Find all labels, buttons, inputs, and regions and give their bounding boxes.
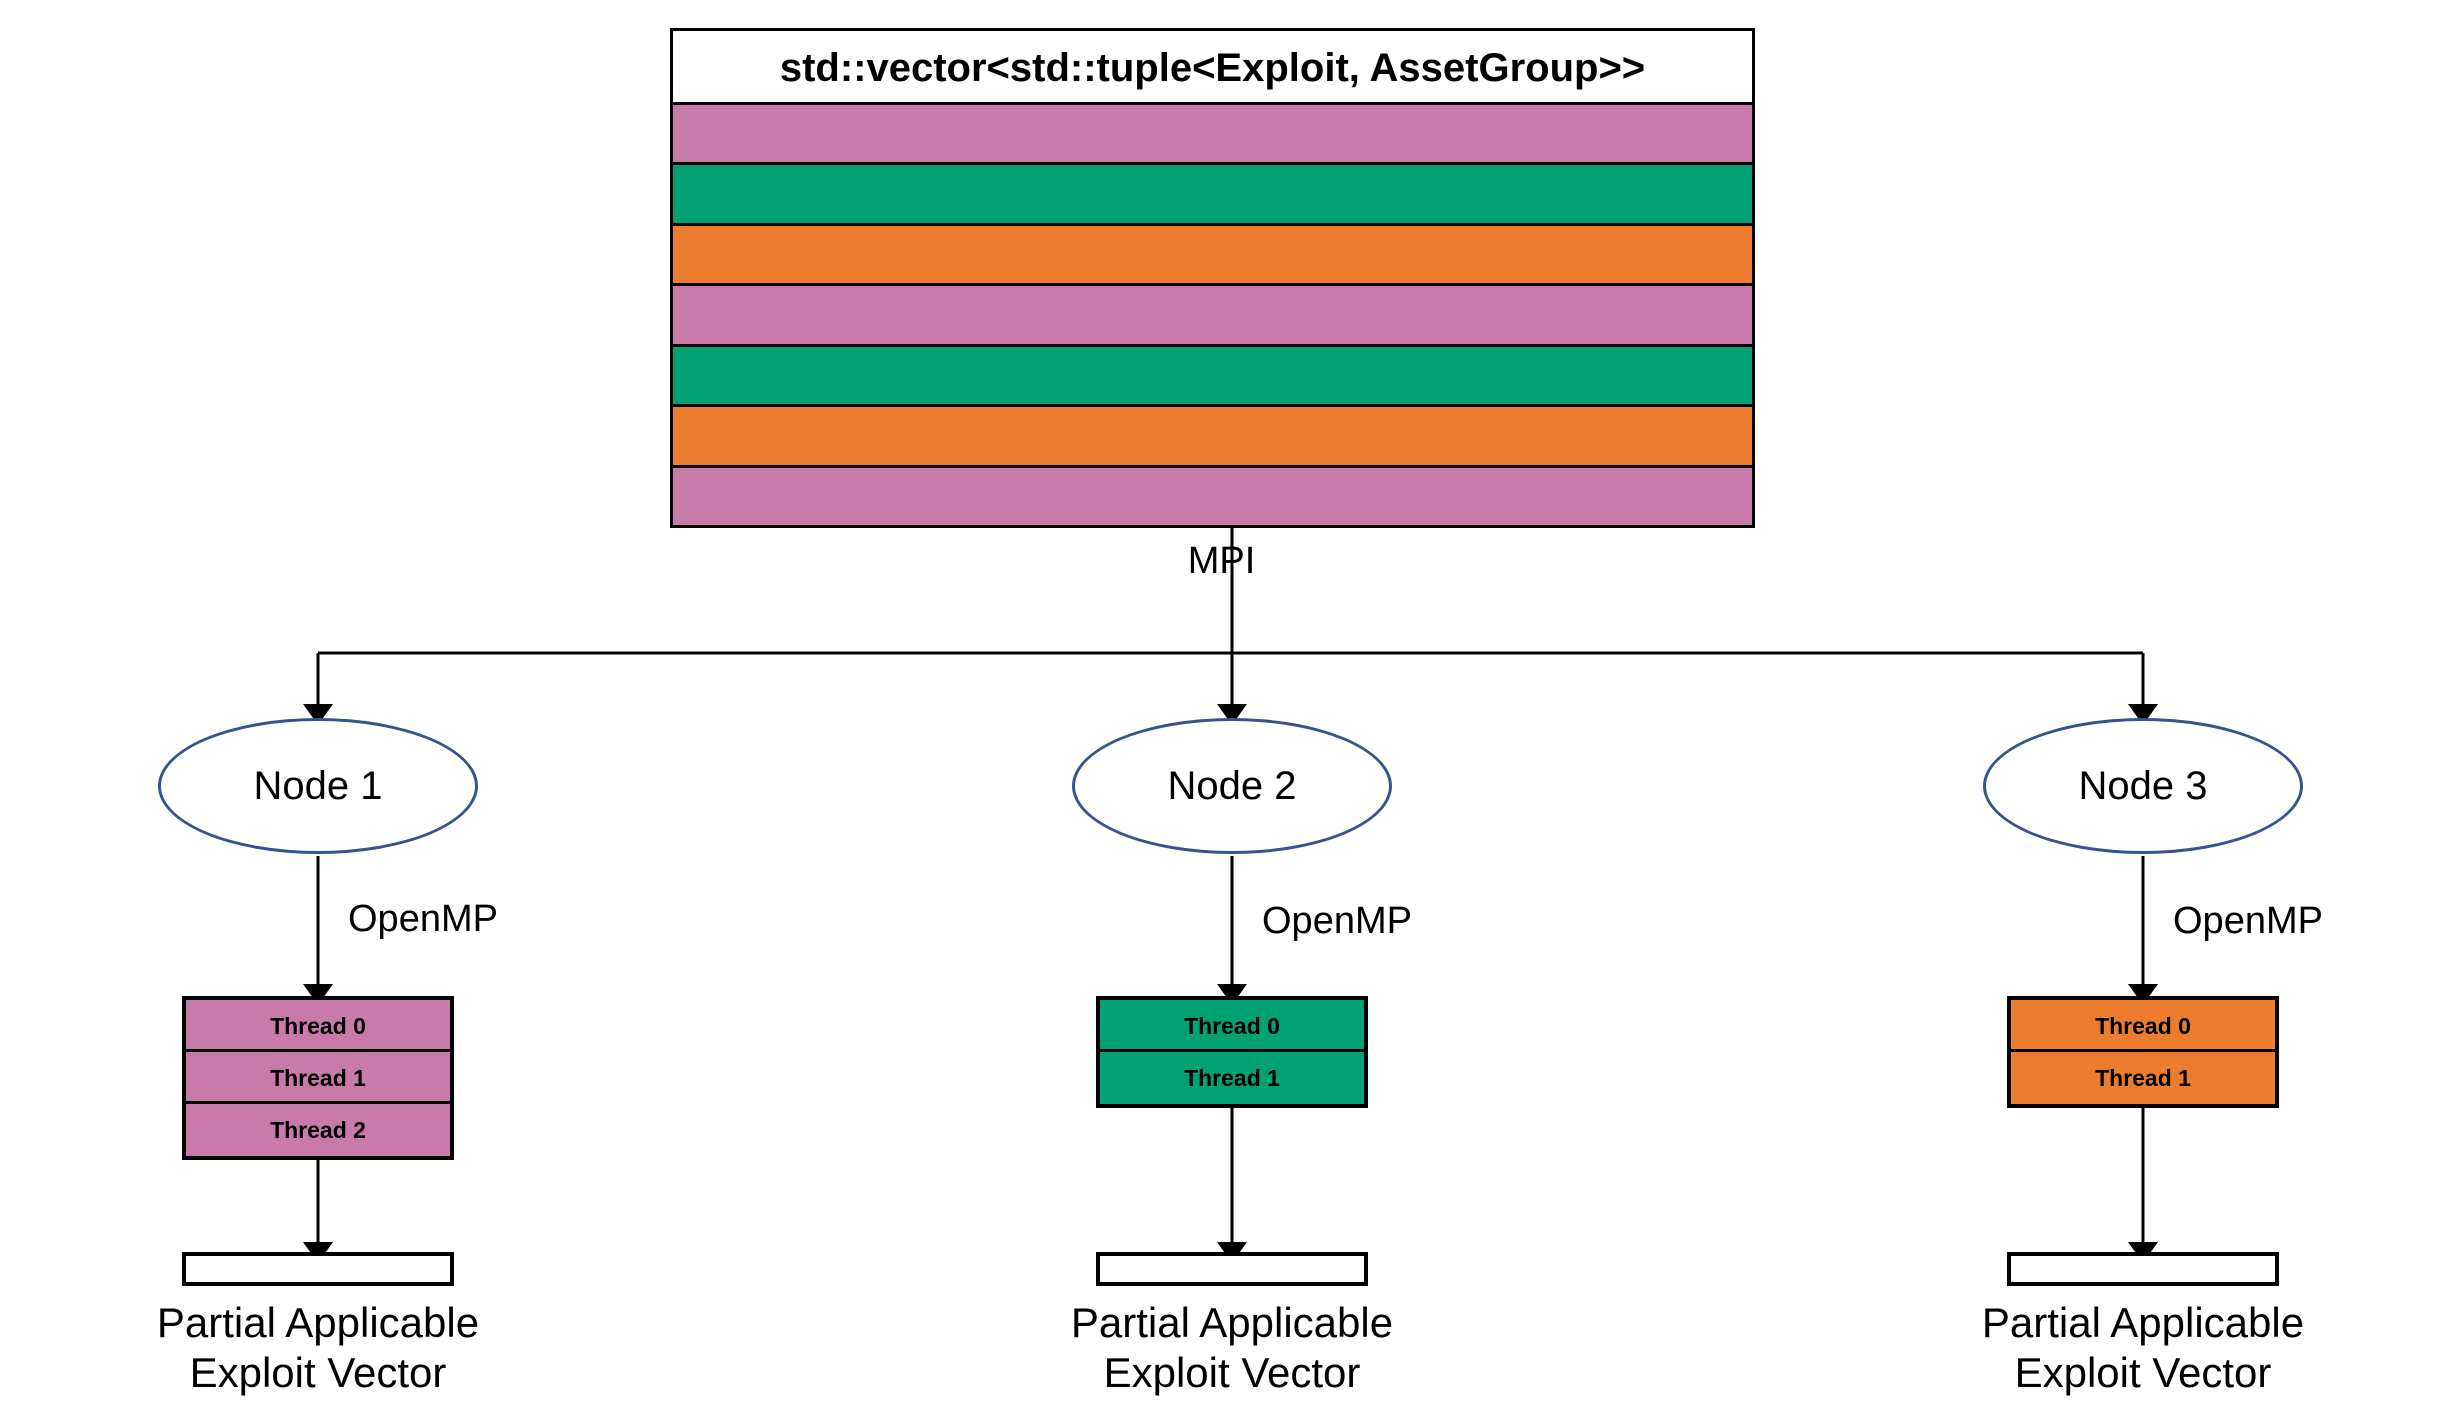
vector-type-title: std::vector<std::tuple<Exploit, AssetGro… <box>673 31 1752 105</box>
node-1-thread-stack: Thread 0 Thread 1 Thread 2 <box>182 996 454 1160</box>
node-2-thread-stack: Thread 0 Thread 1 <box>1096 996 1368 1108</box>
vector-band <box>673 165 1752 226</box>
output-caption-line-2: Exploit Vector <box>1103 1348 1361 1396</box>
output-caption-line-1: Partial Applicable <box>156 1299 480 1346</box>
vector-band <box>673 286 1752 347</box>
thread-row[interactable]: Thread 1 <box>186 1052 450 1104</box>
vector-band-list <box>673 105 1752 525</box>
node-1-ellipse[interactable]: Node 1 <box>158 718 478 854</box>
output-caption-line-1: Partial Applicable <box>1070 1299 1394 1346</box>
node-2-ellipse[interactable]: Node 2 <box>1072 718 1392 854</box>
thread-row[interactable]: Thread 0 <box>2011 1000 2275 1052</box>
node-3-ellipse[interactable]: Node 3 <box>1983 718 2303 854</box>
vector-band <box>673 407 1752 468</box>
output-caption-line-2: Exploit Vector <box>189 1348 447 1396</box>
node-3-output-caption: Partial Applicable Exploit Vector <box>1883 1298 2403 1397</box>
node-1-label: Node 1 <box>253 763 383 808</box>
node-2-openmp-label: OpenMP <box>1262 900 1412 942</box>
node-3-thread-stack: Thread 0 Thread 1 <box>2007 996 2279 1108</box>
thread-row[interactable]: Thread 1 <box>2011 1052 2275 1104</box>
node-1-output-box <box>182 1252 454 1286</box>
node-1-output-caption: Partial Applicable Exploit Vector <box>58 1298 578 1397</box>
vector-band <box>673 105 1752 166</box>
node-3-label: Node 3 <box>2078 763 2208 808</box>
output-caption-line-1: Partial Applicable <box>1981 1299 2305 1346</box>
node-2-output-box <box>1096 1252 1368 1286</box>
thread-row[interactable]: Thread 2 <box>186 1104 450 1156</box>
thread-row[interactable]: Thread 1 <box>1100 1052 1364 1104</box>
node-3-output-box <box>2007 1252 2279 1286</box>
output-caption-line-2: Exploit Vector <box>2014 1348 2272 1396</box>
vector-band <box>673 346 1752 408</box>
exploit-vector-container: std::vector<std::tuple<Exploit, AssetGro… <box>670 28 1755 528</box>
thread-row[interactable]: Thread 0 <box>1100 1000 1364 1052</box>
node-3-openmp-label: OpenMP <box>2173 900 2323 942</box>
mpi-label: MPI <box>1187 540 1256 582</box>
node-1-openmp-label: OpenMP <box>348 898 498 940</box>
vector-band <box>673 467 1752 525</box>
vector-band <box>673 225 1752 287</box>
thread-row[interactable]: Thread 0 <box>186 1000 450 1052</box>
node-2-output-caption: Partial Applicable Exploit Vector <box>972 1298 1492 1397</box>
node-2-label: Node 2 <box>1167 763 1297 808</box>
